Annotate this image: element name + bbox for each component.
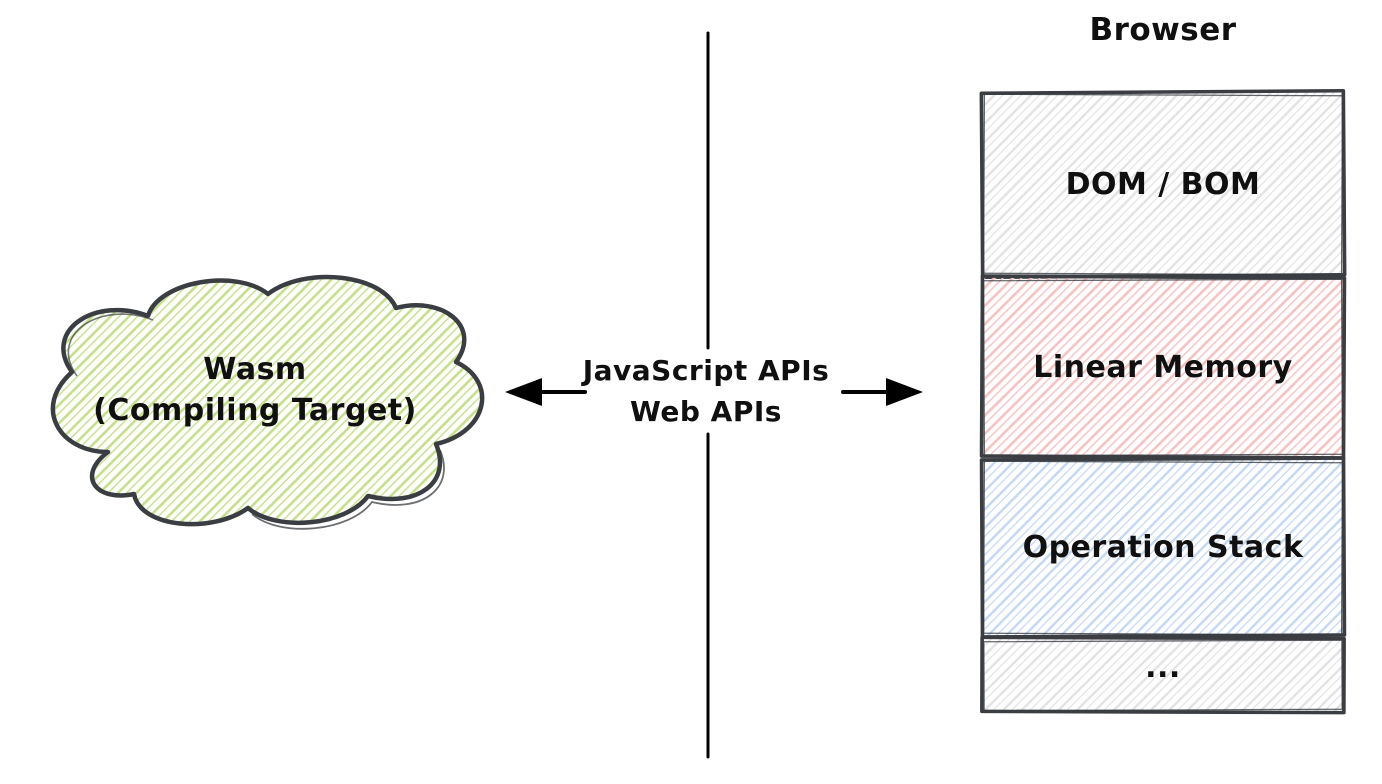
- cloud-shape: [50, 274, 485, 527]
- wasm-cloud-label: Wasm (Compiling Target): [55, 330, 455, 450]
- bridge-label: JavaScript APIs Web APIs: [556, 349, 856, 433]
- layer-ellipsis-sketch-echo: [983, 639, 1343, 712]
- cloud-title: Wasm: [203, 352, 307, 387]
- layer-label-operation-stack: Operation Stack: [1022, 530, 1304, 565]
- bridge-label-line2: Web APIs: [630, 395, 782, 428]
- layer-linear-memory-sketch-echo: [982, 278, 1344, 457]
- right-arrow: [841, 378, 923, 406]
- layer-dom-bom-sketch-echo: [982, 93, 1344, 276]
- cloud-shape-sketch-echo: [67, 313, 154, 377]
- layer-label-linear-memory: Linear Memory: [1033, 349, 1293, 385]
- left-arrow-head: [505, 378, 542, 406]
- layer-operation-stack: [979, 456, 1347, 639]
- browser-stack: [979, 88, 1347, 715]
- layer-linear-memory: [979, 274, 1347, 460]
- cloud-shape-sketch-echo: [251, 449, 445, 530]
- wasm-cloud: [50, 274, 485, 530]
- browser-title: Browser: [1089, 12, 1237, 48]
- layer-ellipsis: [980, 635, 1346, 715]
- layer-operation-stack-sketch-echo: [982, 460, 1344, 636]
- cloud-subtitle: (Compiling Target): [93, 393, 417, 428]
- layer-label-dom-bom: DOM / BOM: [1065, 166, 1261, 202]
- layer-label-ellipsis: ...: [1145, 649, 1181, 685]
- bridge-label-line1: JavaScript APIs: [582, 354, 830, 387]
- left-arrow: [505, 378, 587, 406]
- right-arrow-head: [886, 378, 923, 406]
